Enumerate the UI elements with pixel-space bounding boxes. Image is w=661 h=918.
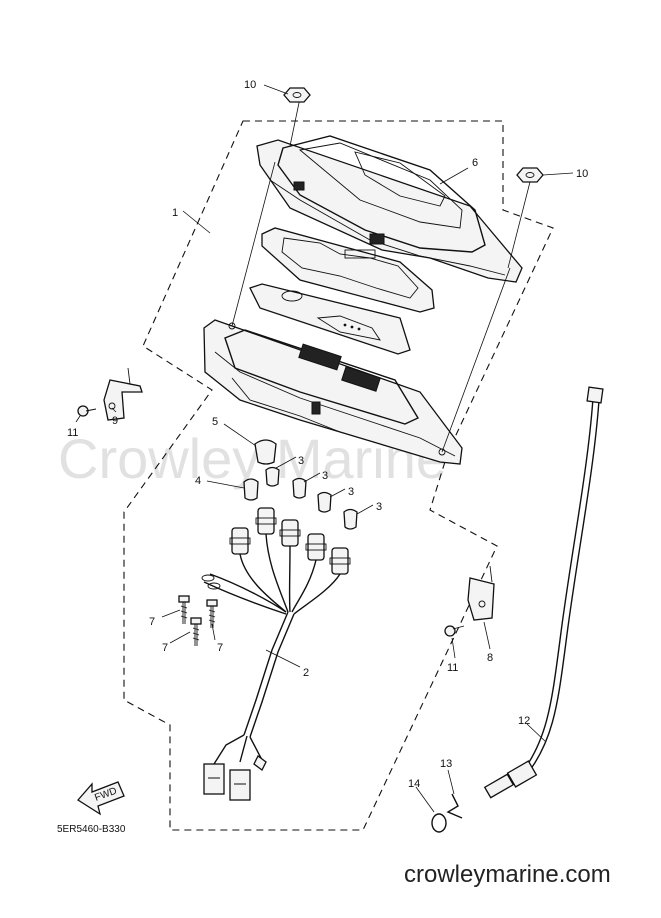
bolt-left — [77, 405, 97, 417]
bolt-right — [444, 625, 465, 637]
assembly-boundary — [123, 120, 554, 831]
wire-harness — [201, 533, 341, 801]
speedometer-cable — [483, 386, 604, 799]
callout-3: 3 — [348, 486, 354, 498]
callout-12: 12 — [518, 715, 530, 727]
fwd-arrow: FWD — [77, 781, 125, 816]
coupler — [229, 769, 251, 801]
callout-labels: 10 10 6 1 5 4 3 3 3 3 9 11 7 7 7 2 8 11 … — [67, 79, 588, 790]
callout-3: 3 — [322, 470, 328, 482]
callout-11: 11 — [67, 427, 78, 439]
callout-2: 2 — [303, 667, 309, 679]
callout-7: 7 — [162, 642, 168, 654]
meter-cover — [256, 135, 523, 283]
bracket-left — [103, 367, 143, 421]
bulb-large — [254, 439, 277, 465]
callout-5: 5 — [212, 416, 218, 428]
callout-8: 8 — [487, 652, 493, 664]
nut-left — [283, 87, 311, 103]
bracket-right — [467, 565, 495, 621]
leader-lines — [75, 84, 574, 813]
callout-7: 7 — [217, 642, 223, 654]
callout-6: 6 — [472, 157, 478, 169]
screws — [178, 595, 218, 646]
callout-9: 9 — [112, 415, 118, 427]
meter-housing — [203, 319, 463, 465]
drawing-code: 5ER5460-B330 — [57, 824, 126, 835]
bulb — [243, 478, 259, 501]
callout-13: 13 — [440, 758, 452, 770]
callout-11: 11 — [447, 662, 458, 674]
coupler — [203, 763, 225, 795]
bulb — [317, 491, 332, 513]
callout-7: 7 — [149, 616, 155, 628]
callout-4: 4 — [195, 475, 201, 487]
callout-1: 1 — [172, 207, 178, 219]
callout-14: 14 — [408, 778, 420, 790]
bulb — [265, 466, 280, 487]
bulb — [343, 508, 358, 530]
footer-url[interactable]: crowleymarine.com — [404, 861, 611, 888]
callout-3: 3 — [298, 455, 304, 467]
cover-tab — [293, 181, 305, 191]
cover-tab — [369, 233, 385, 245]
callout-10: 10 — [244, 79, 256, 91]
meter-plate — [249, 283, 411, 355]
o-ring — [431, 813, 447, 833]
callout-3: 3 — [376, 501, 382, 513]
callout-10: 10 — [576, 168, 588, 180]
nut-right — [516, 167, 544, 183]
meter-gasket — [261, 227, 435, 313]
cable-clip — [446, 793, 463, 819]
bulb — [292, 477, 307, 499]
bulb-sockets — [229, 507, 351, 575]
